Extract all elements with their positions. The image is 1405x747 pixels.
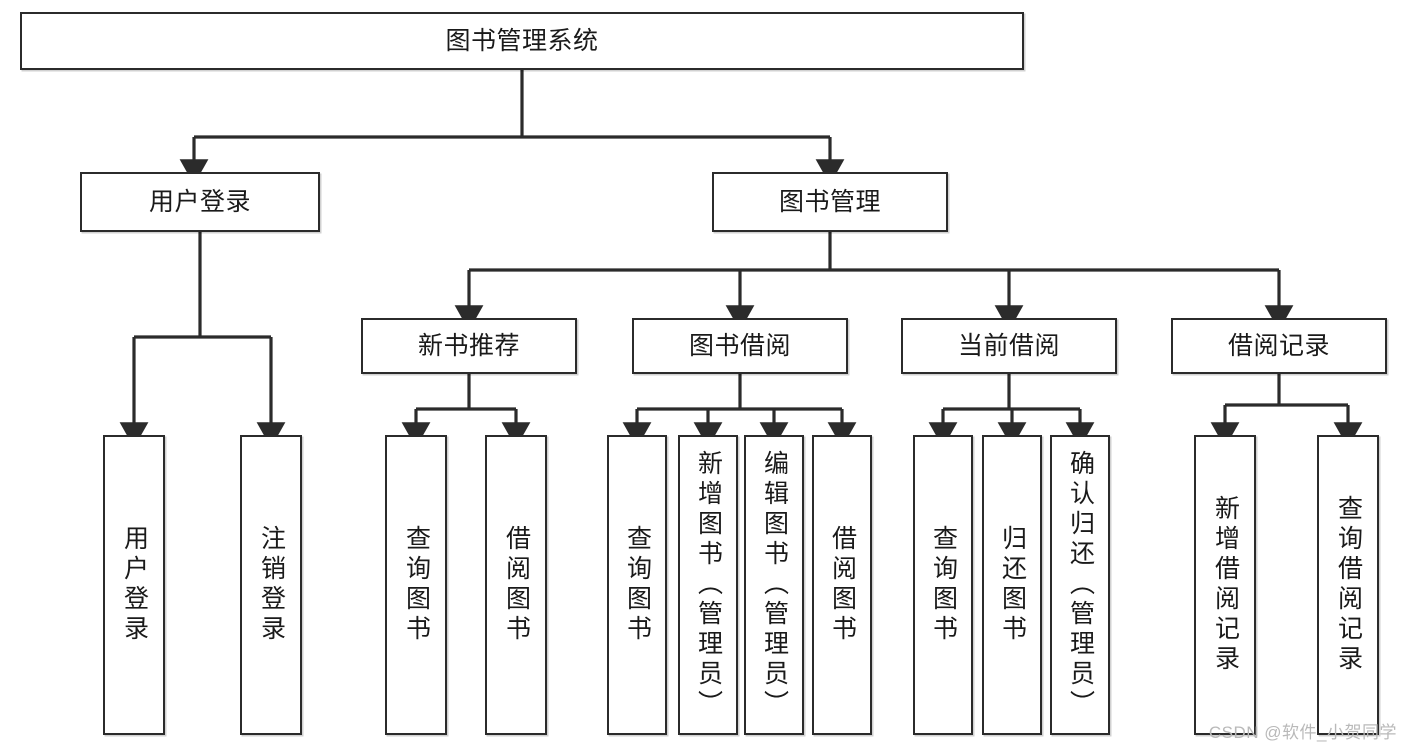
node-leaf-add-book-label: 新增图书（管理员）: [694, 450, 723, 720]
node-leaf-edit-book[interactable]: 编辑图书（管理员）: [744, 435, 804, 735]
node-leaf-add-record[interactable]: 新增借阅记录: [1194, 435, 1256, 735]
node-borrow-record-label: 借阅记录: [1227, 331, 1330, 360]
watermark: CSDN @软件_小贺同学: [1208, 723, 1397, 742]
node-leaf-query-record[interactable]: 查询借阅记录: [1317, 435, 1379, 735]
node-leaf-query-book-3-label: 查询图书: [929, 525, 958, 645]
node-leaf-borrow-book-2-label: 借阅图书: [828, 525, 857, 645]
node-leaf-query-book-1[interactable]: 查询图书: [385, 435, 447, 735]
node-new-book-recommend[interactable]: 新书推荐: [361, 318, 577, 374]
node-leaf-return-book[interactable]: 归还图书: [982, 435, 1042, 735]
node-leaf-user-login-label: 用户登录: [120, 525, 149, 645]
node-leaf-confirm-return[interactable]: 确认归还（管理员）: [1050, 435, 1110, 735]
node-leaf-confirm-return-label: 确认归还（管理员）: [1066, 450, 1095, 720]
node-new-book-recommend-label: 新书推荐: [417, 331, 520, 360]
node-leaf-query-book-3[interactable]: 查询图书: [913, 435, 973, 735]
node-leaf-query-book-2-label: 查询图书: [623, 525, 652, 645]
node-leaf-edit-book-label: 编辑图书（管理员）: [760, 450, 789, 720]
node-leaf-query-book-2[interactable]: 查询图书: [607, 435, 667, 735]
node-book-borrow[interactable]: 图书借阅: [632, 318, 848, 374]
node-user-login-label: 用户登录: [148, 187, 251, 216]
node-leaf-user-logout[interactable]: 注销登录: [240, 435, 302, 735]
node-leaf-user-login[interactable]: 用户登录: [103, 435, 165, 735]
node-leaf-query-record-label: 查询借阅记录: [1334, 495, 1363, 675]
node-book-manage[interactable]: 图书管理: [712, 172, 948, 232]
node-leaf-borrow-book-1-label: 借阅图书: [502, 525, 531, 645]
node-leaf-borrow-book-1[interactable]: 借阅图书: [485, 435, 547, 735]
node-borrow-record[interactable]: 借阅记录: [1171, 318, 1387, 374]
node-root-label: 图书管理系统: [445, 26, 599, 55]
node-root[interactable]: 图书管理系统: [20, 12, 1024, 70]
node-book-manage-label: 图书管理: [778, 187, 881, 216]
node-leaf-add-book[interactable]: 新增图书（管理员）: [678, 435, 738, 735]
node-book-borrow-label: 图书借阅: [688, 331, 791, 360]
node-current-borrow-label: 当前借阅: [957, 331, 1060, 360]
node-leaf-user-logout-label: 注销登录: [257, 525, 286, 645]
node-leaf-borrow-book-2[interactable]: 借阅图书: [812, 435, 872, 735]
node-leaf-return-book-label: 归还图书: [998, 525, 1027, 645]
node-user-login[interactable]: 用户登录: [80, 172, 320, 232]
node-leaf-query-book-1-label: 查询图书: [402, 525, 431, 645]
node-leaf-add-record-label: 新增借阅记录: [1211, 495, 1240, 675]
node-current-borrow[interactable]: 当前借阅: [901, 318, 1117, 374]
